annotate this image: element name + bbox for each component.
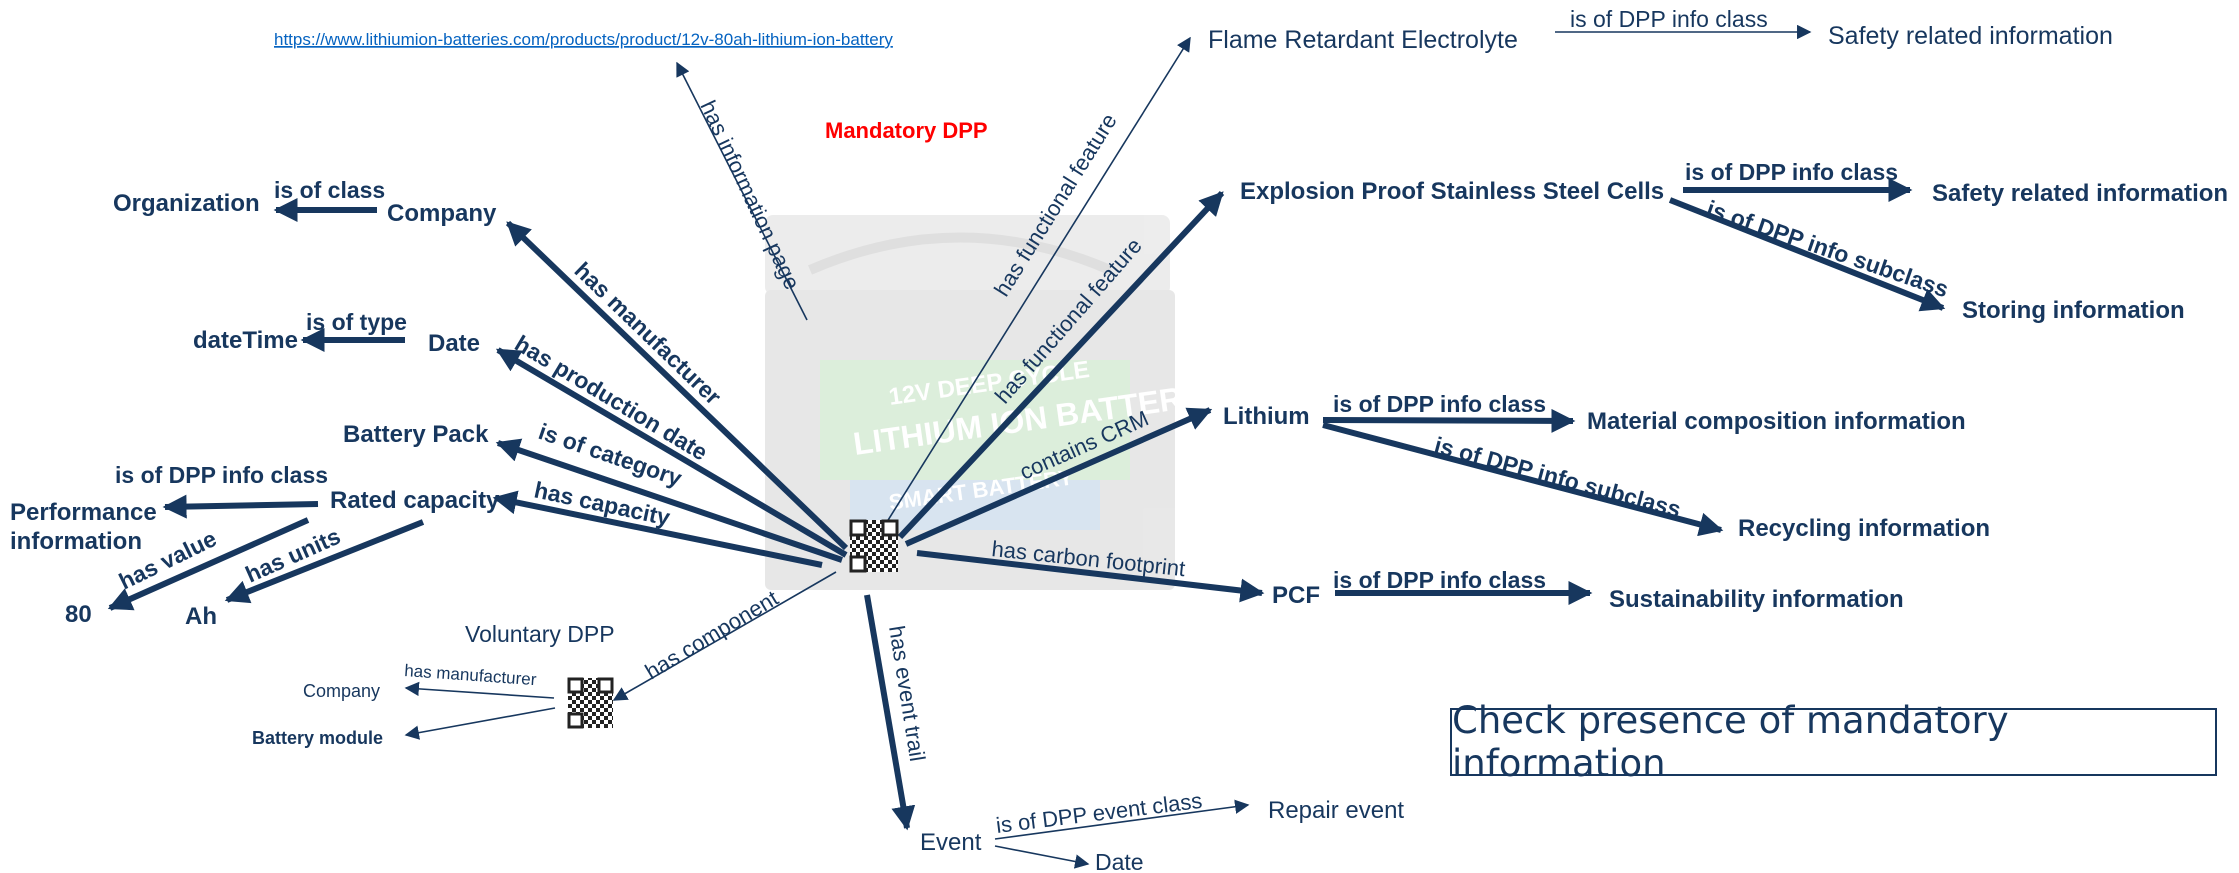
edge-rated-class [162, 494, 319, 519]
node-value-80: 80 [65, 601, 92, 628]
node-performance-line2: information [10, 528, 142, 555]
info-page-link[interactable]: https://www.lithiumion-batteries.com/pro… [274, 30, 893, 49]
edge-has-carbon-footprint [916, 550, 1265, 603]
node-event: Event [920, 829, 982, 856]
edge-has-event-trail [864, 594, 916, 831]
node-rated-capacity: Rated capacity [330, 487, 500, 514]
edge-vol-has-component [404, 707, 556, 740]
edge-has-capacity [492, 490, 823, 568]
mandatory-dpp-title: Mandatory DPP [825, 118, 988, 143]
node-pcf: PCF [1272, 582, 1320, 609]
edges [107, 24, 1946, 869]
node-ah: Ah [185, 603, 217, 630]
node-material-composition: Material composition information [1587, 408, 1966, 435]
label-has-units: has units [241, 523, 344, 588]
voluntary-qr-code-icon [567, 677, 614, 729]
label-event-class: is of DPP event class [995, 788, 1204, 838]
label-lithium-class: is of DPP info class [1333, 391, 1546, 417]
node-event-date: Date [1095, 849, 1144, 873]
node-explosion-safety: Safety related information [1932, 180, 2228, 207]
edge-lithium-class [1322, 408, 1576, 433]
node-date: Date [428, 330, 480, 357]
edge-has-component [612, 571, 837, 701]
voluntary-dpp-title: Voluntary DPP [465, 621, 615, 647]
label-rated-class: is of DPP info class [115, 462, 328, 488]
edge-has-functional-feature-flame [884, 36, 1191, 526]
main-qr-code-icon [849, 519, 899, 573]
node-datetime: dateTime [193, 327, 298, 354]
node-performance-line1: Performance [10, 499, 157, 526]
edge-has-production-date [495, 347, 848, 558]
label-vol-has-manufacturer: has manufacturer [404, 661, 538, 689]
check-presence-text: Check presence of mandatory information [1452, 699, 2009, 785]
label-pcf-class: is of DPP info class [1333, 567, 1546, 593]
node-lithium: Lithium [1223, 403, 1310, 430]
edge-has-functional-feature-explosion [897, 190, 1225, 540]
label-explosion-subclass: is of DPP info subclass [1703, 195, 1952, 302]
node-explosion-proof: Explosion Proof Stainless Steel Cells [1240, 178, 1664, 205]
edge-vol-has-manufacturer [404, 681, 555, 699]
node-flame-retardant: Flame Retardant Electrolyte [1208, 26, 1518, 54]
edge-has-units [224, 519, 425, 604]
node-vol-company: Company [303, 681, 380, 701]
edge-event-class [994, 799, 1250, 840]
edge-is-of-category [495, 438, 843, 563]
label-lithium-subclass: is of DPP info subclass [1432, 432, 1684, 523]
label-is-of-type: is of type [306, 309, 407, 335]
node-storing-info: Storing information [1962, 297, 2185, 324]
label-explosion-class: is of DPP info class [1685, 159, 1898, 185]
label-has-information-page: has information page [695, 97, 804, 294]
node-vol-battery-module: Battery module [252, 728, 383, 748]
edge-explosion-subclass [1668, 197, 1946, 312]
label-has-component: has component [641, 585, 783, 684]
node-organization: Organization [113, 190, 260, 217]
label-flame-class: is of DPP info class [1570, 6, 1768, 32]
edge-contains-crm [904, 407, 1213, 547]
node-sustainability-info: Sustainability information [1609, 586, 1904, 613]
edge-event-date [994, 845, 1090, 869]
node-repair-event: Repair event [1268, 797, 1404, 824]
node-recycling-info: Recycling information [1738, 515, 1990, 542]
edge-has-manufacturer [505, 220, 849, 551]
edge-has-information-page [676, 61, 808, 321]
label-is-of-class: is of class [274, 177, 385, 203]
check-presence-box: Check presence of mandatory information [1450, 699, 2217, 785]
edge-lithium-subclass [1322, 422, 1724, 537]
node-flame-safety: Safety related information [1828, 22, 2113, 50]
edge-has-value [107, 517, 310, 611]
node-battery-pack: Battery Pack [343, 421, 489, 448]
node-company: Company [387, 200, 497, 227]
